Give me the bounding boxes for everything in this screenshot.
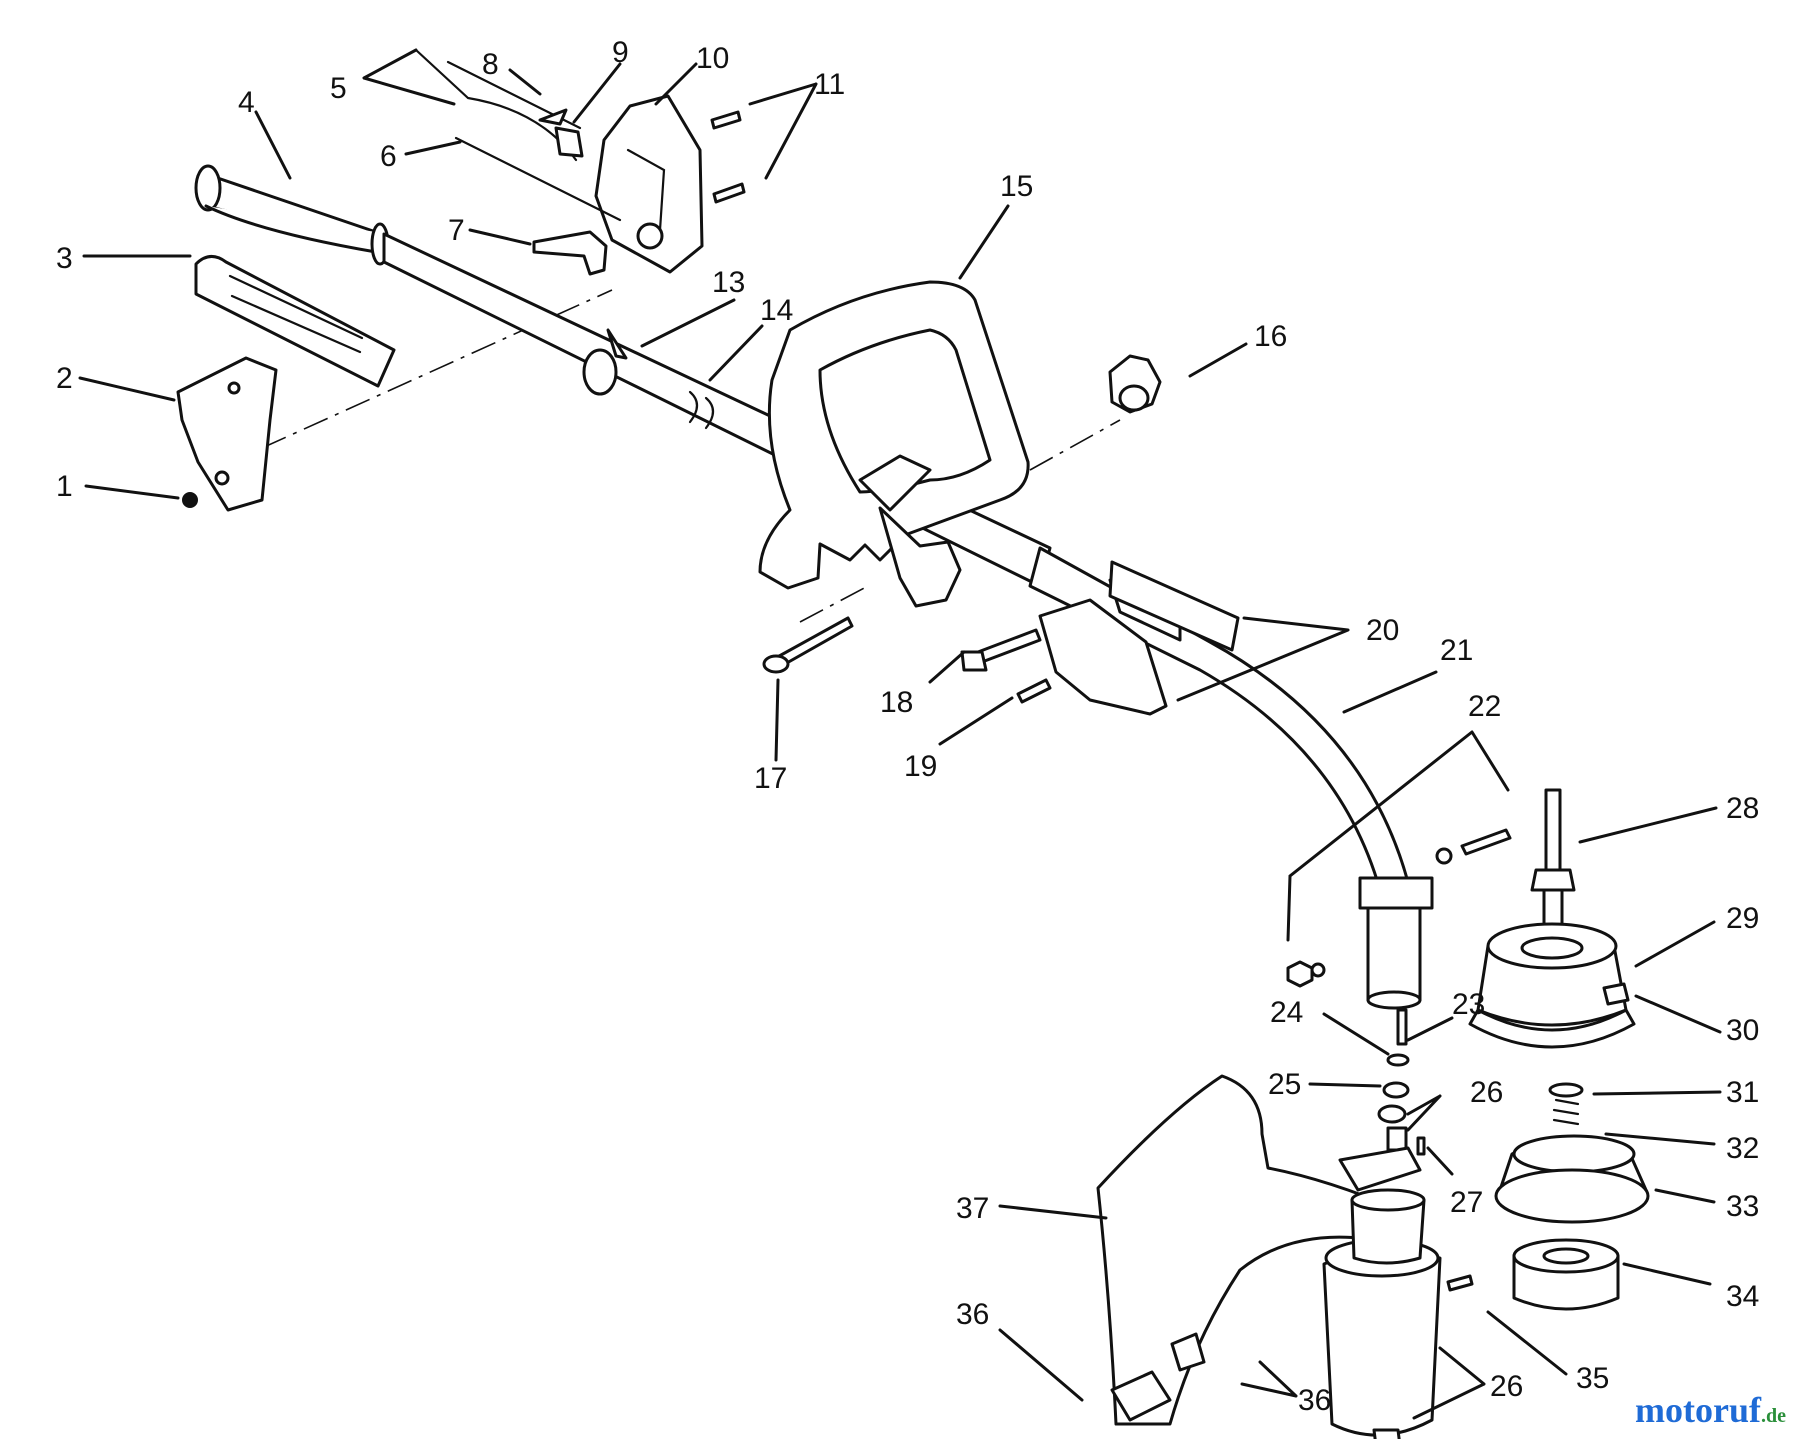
callout-8: 8: [482, 48, 499, 81]
clamp-screw-19: [1016, 678, 1052, 704]
callout-1: 1: [56, 470, 73, 503]
callout-28: 28: [1726, 792, 1759, 825]
gear-housing: [1322, 1188, 1474, 1439]
throttle-housing: [594, 94, 704, 274]
callout-numbers: 1 2 3 4 5 6 7 8 9 10 11 13 14 15 16 17 1…: [56, 36, 1759, 1417]
throttle-cable: [414, 48, 622, 222]
callout-31: 31: [1726, 1076, 1759, 1109]
callout-21: 21: [1440, 634, 1473, 667]
callout-19: 19: [904, 750, 937, 783]
spool-knob: [1512, 1238, 1620, 1311]
callout-10: 10: [696, 42, 729, 75]
callout-14: 14: [760, 294, 793, 327]
callout-11: 11: [814, 68, 845, 101]
spool-housing: [1468, 922, 1636, 1049]
callout-17: 17: [754, 762, 787, 795]
callout-37: 37: [956, 1192, 989, 1225]
line-spool: [1494, 1134, 1650, 1224]
callout-13: 13: [712, 266, 745, 299]
spool-spindle: [1530, 788, 1576, 938]
leader-lines: [78, 48, 1722, 1420]
callout-34: 34: [1726, 1280, 1759, 1313]
callout-20: 20: [1366, 614, 1399, 647]
clamp-knob: [1108, 354, 1162, 414]
spring-washer: [1548, 1082, 1584, 1126]
axis-handle-bolt: [799, 584, 871, 623]
callout-7: 7: [448, 214, 465, 247]
callout-22: 22: [1468, 690, 1501, 723]
watermark-tld: .de: [1761, 1405, 1786, 1427]
callout-30: 30: [1726, 1014, 1759, 1047]
watermark-logo: motoruf.de: [1635, 1389, 1786, 1431]
callout-25: 25: [1268, 1068, 1301, 1101]
callout-26a: 26: [1470, 1076, 1503, 1109]
callout-4: 4: [238, 86, 255, 119]
callout-35: 35: [1576, 1362, 1609, 1395]
handle-bolt: [762, 616, 854, 674]
callout-36a: 36: [956, 1298, 989, 1331]
throttle-trigger: [532, 230, 608, 276]
callout-2: 2: [56, 362, 73, 395]
loop-handle: [758, 280, 1030, 608]
watermark-main: motoruf: [1635, 1390, 1761, 1430]
callout-27: 27: [1450, 1186, 1483, 1219]
callout-26b: 26: [1490, 1370, 1523, 1403]
callout-24: 24: [1270, 996, 1303, 1029]
callout-15: 15: [1000, 170, 1033, 203]
callout-18: 18: [880, 686, 913, 719]
handle-bolt-axis: [1029, 419, 1121, 471]
callout-36b: 36: [1298, 1384, 1331, 1417]
assembly-axis: [261, 289, 613, 449]
spindle-small-parts: [1377, 1008, 1426, 1156]
housing-screws: [710, 110, 746, 204]
curved-drive-tube: [1028, 546, 1434, 1010]
callout-16: 16: [1254, 320, 1287, 353]
callout-5: 5: [330, 72, 347, 105]
callout-33: 33: [1726, 1190, 1759, 1223]
callout-32: 32: [1726, 1132, 1759, 1165]
engine-mount-plate: [176, 356, 278, 512]
callout-6: 6: [380, 140, 397, 173]
callout-23: 23: [1452, 988, 1485, 1021]
callout-29: 29: [1726, 902, 1759, 935]
tube-clamp: [1038, 560, 1240, 716]
shaft-bracket: [194, 255, 396, 388]
guard-bolt: [1286, 828, 1512, 988]
callout-9: 9: [612, 36, 629, 69]
grass-guard: [1096, 1074, 1422, 1426]
clamp-bolt-18: [960, 628, 1042, 672]
nut-1: [182, 492, 198, 508]
callout-3: 3: [56, 242, 73, 275]
